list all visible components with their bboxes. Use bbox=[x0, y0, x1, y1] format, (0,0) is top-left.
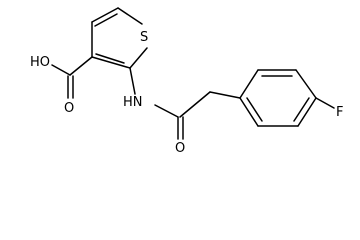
bond-ring-c4-c5-inner bbox=[293, 97, 310, 122]
bond-c5-c4-inner bbox=[94, 13, 118, 27]
bond-layer bbox=[51, 7, 335, 140]
bond-c2-c3-outer bbox=[91, 56, 131, 69]
label-layer: S HO O HN O F bbox=[30, 30, 343, 156]
bond-ring-c6-c1-inner bbox=[246, 97, 263, 122]
bond-amide-carbon-ch2 bbox=[179, 91, 211, 118]
structure-canvas: S HO O HN O F bbox=[30, 7, 343, 156]
bond-ring-c1-c2 bbox=[239, 69, 259, 99]
bond-ring-c-f bbox=[315, 97, 335, 109]
atom-label-acid-oxygen: O bbox=[64, 101, 74, 116]
bond-ch2-ring bbox=[209, 91, 241, 99]
atom-label-amide-oxygen: O bbox=[175, 141, 185, 156]
bond-ring-c4-c5 bbox=[297, 97, 317, 127]
bond-ring-c6-c1 bbox=[239, 97, 259, 127]
bond-c3-acid-carbon bbox=[69, 56, 93, 76]
bond-c5-c4-outer bbox=[91, 7, 119, 23]
bond-c2-nh bbox=[129, 67, 136, 95]
atom-label-amide-nitrogen: HN bbox=[123, 95, 143, 110]
atom-label-fluorine: F bbox=[336, 105, 343, 120]
bond-nh-amide-carbon bbox=[154, 104, 179, 118]
bond-c2-c3-inner bbox=[95, 53, 125, 64]
atom-label-sulfur: S bbox=[140, 30, 148, 45]
bond-s-c2 bbox=[129, 47, 148, 69]
bond-acid-carbon-oh bbox=[51, 64, 71, 76]
atom-label-hydroxyl: HO bbox=[30, 55, 50, 70]
bond-ring-c3-c4 bbox=[295, 69, 317, 99]
bond-c5-s bbox=[117, 7, 143, 25]
